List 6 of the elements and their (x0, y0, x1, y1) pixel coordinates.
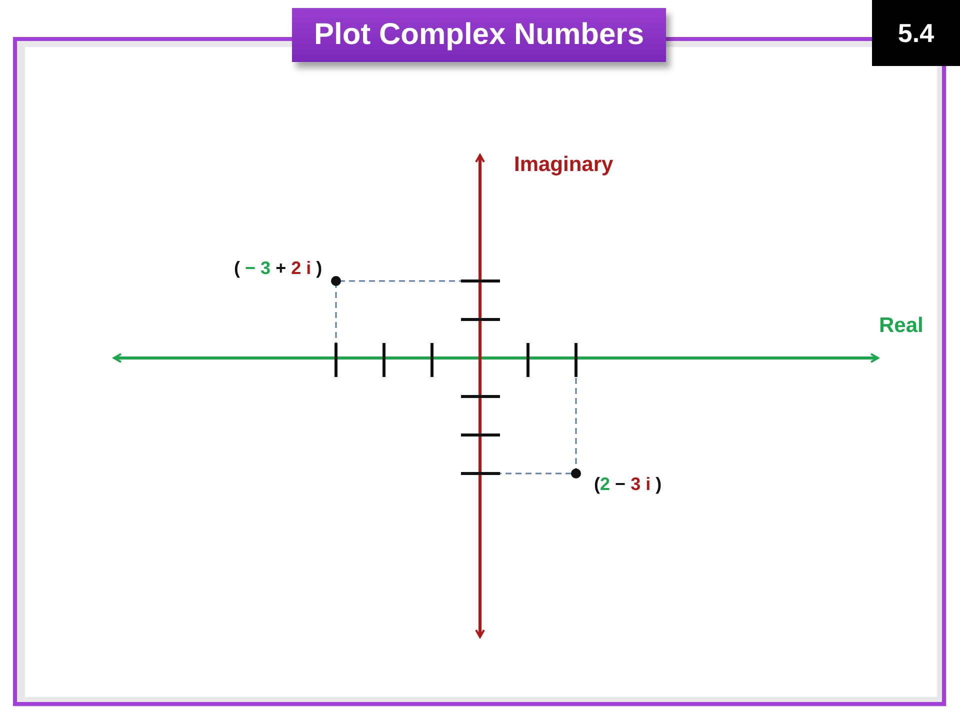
axis-label: Real (879, 314, 924, 338)
point-label: ( − 3 + 2 i ) (234, 258, 322, 279)
point-label: (2 − 3 i ) (594, 474, 662, 495)
title-banner: Plot Complex Numbers (292, 8, 666, 62)
axis-label: Imaginary (514, 153, 614, 177)
section-number: 5.4 (872, 0, 960, 66)
